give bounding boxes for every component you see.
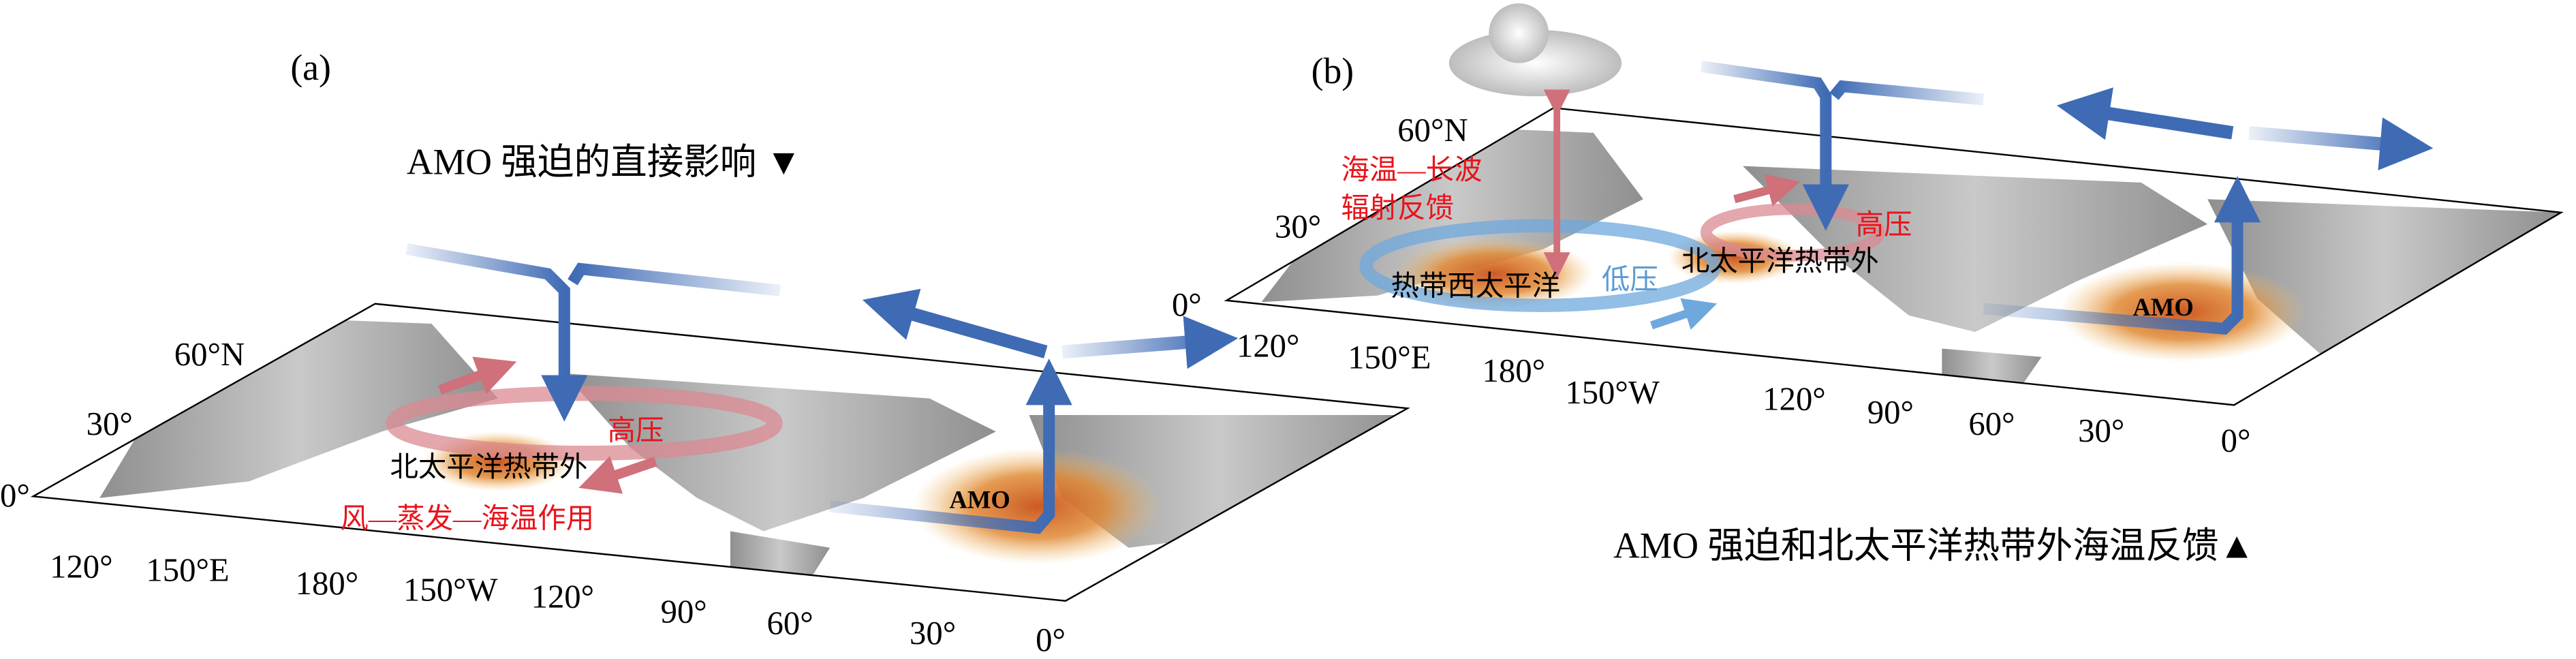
descending-flow-arrow [405,243,588,422]
ascending-flow-arrow [1983,176,2261,335]
lon-tick: 120° [1763,381,1826,418]
wind-arrow-high [1733,174,1801,206]
lon-tick: 120° [50,549,113,585]
lon-tick: 180° [296,565,359,602]
region-label: 北太平洋热带外 [1681,245,1879,277]
panel-a-label: (a) [290,47,330,88]
mechanism-label: 风—蒸发—海温作用 [340,503,594,534]
lat-tick: 0° [0,477,30,514]
panel-a-title: AMO 强迫的直接影响 ▼ [407,142,802,183]
amo-warm-anomaly [2058,262,2308,362]
lon-tick: 150°E [146,552,229,589]
lon-tick: 0° [2221,423,2251,459]
lon-tick: 90° [1867,394,1914,431]
feedback-label-line2: 辐射反馈 [1341,192,1454,224]
lat-tick: 0° [1172,286,1202,323]
converging-flow-arrow [1829,80,1985,106]
wind-arrow-low [1650,298,1718,330]
divergent-flow-west [2056,87,2234,140]
ascending-flow-arrow [829,358,1072,534]
lon-tick: 150°W [1565,374,1660,411]
lat-tick: 30° [1275,208,1321,245]
region-label: 北太平洋热带外 [390,451,588,482]
descending-flow-arrow [1700,60,1849,231]
lon-tick: 30° [910,615,956,652]
panel-b-label: (b) [1312,50,1354,91]
amo-label: AMO [950,485,1010,513]
divergent-flow-east [1061,316,1239,369]
lat-tick: 60°N [174,336,245,373]
divergent-flow-east [2248,117,2434,170]
lon-tick: 60° [767,604,813,641]
world-map-a [99,315,1408,601]
low-pressure-ring [1359,219,1722,312]
lat-tick: 30° [87,405,133,442]
low-pressure-label: 低压 [1602,264,1658,295]
cloud-icon-puff [1489,3,1549,63]
panel-b-title: AMO 强迫和北太平洋热带外海温反馈▲ [1613,525,2255,566]
divergent-flow-west [862,288,1048,358]
high-pressure-ring [1700,203,1885,262]
converging-flow-arrow [568,262,781,296]
lon-tick: 30° [2078,412,2124,449]
amo-label: AMO [2133,293,2194,321]
lon-tick: 150°E [1348,339,1431,376]
high-pressure-label: 高压 [608,414,664,446]
high-pressure-label: 高压 [1856,209,1912,240]
wp-region-label: 热带西太平洋 [1391,271,1560,302]
landmass-south-america [730,531,831,601]
amo-warm-anomaly [912,448,1162,565]
lon-tick: 150°W [403,572,498,609]
wind-arrow-east [438,356,517,395]
landmass-north-america [1743,166,2208,333]
lat-tick: 60°N [1397,112,1468,149]
lon-tick: 120° [531,578,595,615]
lon-tick: 0° [1036,622,1066,658]
feedback-label-line1: 海温—长波 [1341,154,1482,185]
panel-a: (a) AMO 强迫的直接影响 ▼ 60°N 30° 0° 120° 150°E… [0,47,1410,658]
lon-tick: 60° [1968,405,2015,442]
lon-tick: 90° [661,593,707,630]
landmass-north-america [564,373,996,532]
lon-tick: 120° [1237,328,1300,365]
wind-arrow-west [578,456,657,494]
lon-tick: 180° [1483,352,1546,389]
panel-b: (b) 60°N 30° 0° 海温—长波 辐射反馈 120° 150°E 18… [1172,3,2564,566]
